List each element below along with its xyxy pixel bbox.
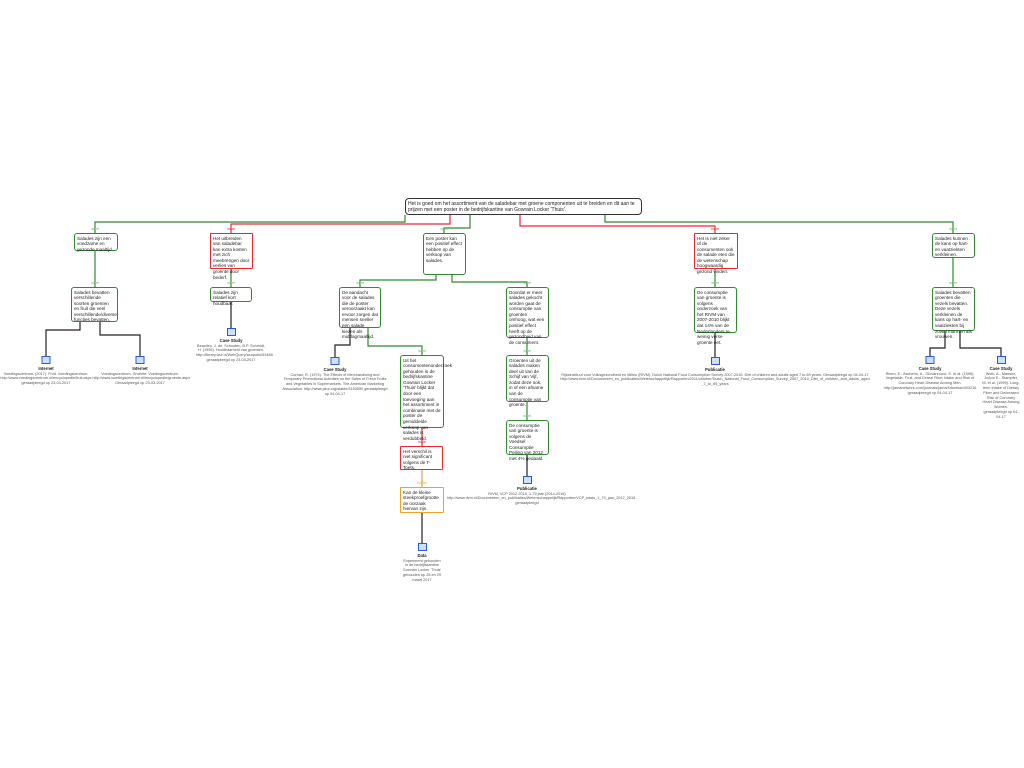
relation-label: want bbox=[523, 414, 531, 418]
publication-icon bbox=[522, 476, 532, 484]
relation-label: maar bbox=[417, 440, 427, 444]
root-claim[interactable]: Het is goed om het assortiment van de sa… bbox=[405, 198, 642, 215]
claim-e2[interactable]: Salades bevatten groenten die vezels bev… bbox=[932, 287, 975, 339]
relation-label: want bbox=[91, 281, 99, 285]
relation-label: want bbox=[418, 349, 426, 353]
case-study-icon bbox=[996, 356, 1006, 364]
case-study-icon bbox=[330, 357, 340, 365]
publication-icon bbox=[710, 357, 720, 365]
relation-label: echter bbox=[417, 481, 427, 485]
objection-d[interactable]: Het is niet zeker of de consumenten ook … bbox=[694, 233, 738, 274]
computer-icon bbox=[41, 356, 51, 364]
relation-label: maar bbox=[226, 227, 236, 231]
claim-a2[interactable]: Salades bevatten verschillende soorten g… bbox=[71, 287, 118, 322]
data-icon bbox=[417, 543, 427, 551]
case-study-icon bbox=[925, 356, 935, 364]
relation-label: want bbox=[440, 227, 448, 231]
claim-e[interactable]: Salades kunnen de kans op hart- en vaatz… bbox=[932, 233, 975, 258]
claim-c3[interactable]: Uit het consumentenonderzoek gehouden in… bbox=[400, 355, 452, 441]
relation-label: want bbox=[91, 227, 99, 231]
relation-label: want bbox=[356, 281, 364, 285]
rebuttal-c3[interactable]: Kan de kleine steekproefgrootte de oorza… bbox=[400, 487, 444, 513]
objection-b[interactable]: Het uitbreiden van saladebar kan extra k… bbox=[210, 233, 253, 280]
relation-label: want bbox=[711, 281, 719, 285]
case-study-icon bbox=[226, 328, 236, 336]
claim-c2a[interactable]: De aandacht voor de salades die de poste… bbox=[339, 287, 381, 339]
claim-d2[interactable]: De consumptie van groente is volgens ond… bbox=[694, 287, 737, 345]
claim-a[interactable]: Salades zijn een voedzame en gezonde maa… bbox=[74, 233, 118, 252]
relation-label: want bbox=[949, 281, 957, 285]
computer-icon bbox=[135, 356, 145, 364]
relation-label: want bbox=[949, 227, 957, 231]
relation-label: want bbox=[523, 349, 531, 353]
claim-b2[interactable]: Salades zijn relatief kort houdbaar. bbox=[210, 287, 252, 306]
relation-label: maar bbox=[710, 227, 720, 231]
claim-c2b2[interactable]: Groenten uit de salades maken deel uit v… bbox=[506, 355, 549, 407]
relation-label: want bbox=[227, 281, 235, 285]
relation-label: want bbox=[523, 281, 531, 285]
objection-c3[interactable]: Het verschil is niet significant volgens… bbox=[400, 446, 443, 470]
claim-c2b3[interactable]: De consumptie van groente is volgens de … bbox=[506, 420, 549, 461]
claim-c[interactable]: Een poster kan een positief effect hebbe… bbox=[423, 233, 466, 275]
claim-c2b[interactable]: Doordat er meer salades gekocht worden g… bbox=[506, 287, 549, 345]
